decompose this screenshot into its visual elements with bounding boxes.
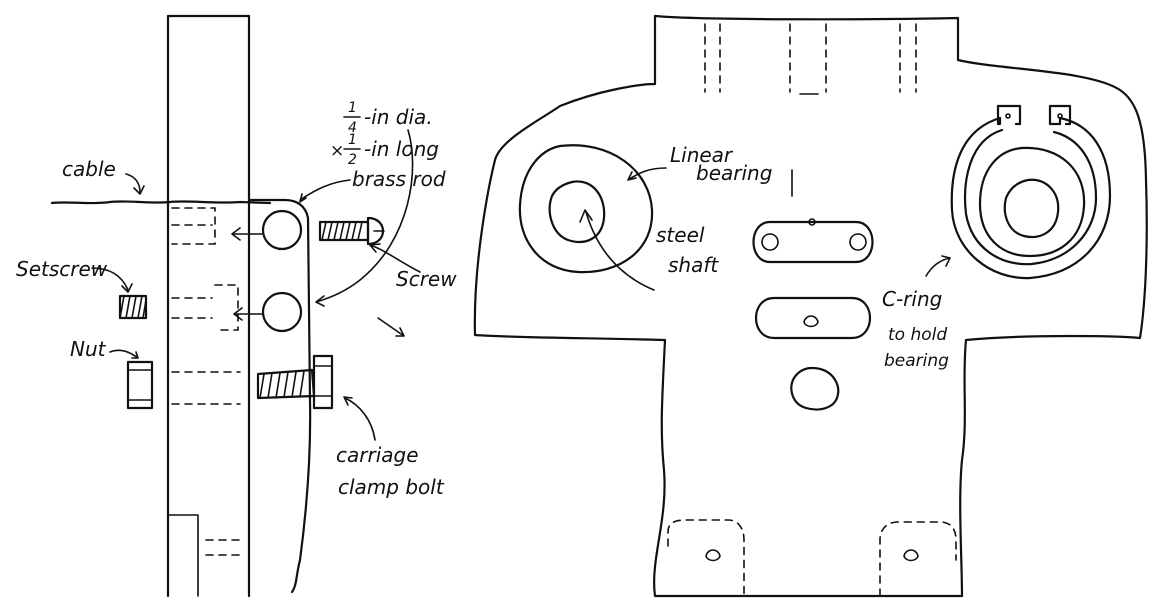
label-setscrew: Setscrew [16, 257, 108, 281]
screw-arrow [369, 243, 421, 273]
rod-arrow-upper [299, 179, 351, 203]
linear-bearing-arrow [627, 167, 667, 181]
label-steel-2: shaft [668, 253, 719, 277]
arrow-lower-rod [233, 307, 263, 321]
rod-dia-den: 4 [348, 120, 357, 136]
upper-slot [752, 218, 874, 264]
steel-shaft-arrow [579, 209, 655, 291]
carriage-top-view [473, 14, 1148, 598]
rod-dia-num: 1 [348, 100, 357, 116]
setscrew-part [118, 294, 148, 320]
label-cring-2: to hold [888, 325, 947, 345]
bar-bottom-notch [167, 514, 241, 597]
rod-len-text: -in long [364, 137, 439, 161]
carriage-clamp-bolt [256, 354, 334, 410]
cable-line [50, 200, 272, 205]
lower-slot [754, 296, 872, 340]
carriage-arrow [343, 396, 376, 441]
rod-arrow-lower [315, 129, 414, 307]
brass-rod-upper [261, 209, 303, 251]
label-linear-2: bearing [696, 161, 772, 185]
rod-dia-text: -in dia. [364, 105, 433, 129]
label-screw: Screw [396, 267, 457, 291]
setscrew-arrow [91, 267, 133, 293]
label-linear-1: Linear [670, 143, 734, 167]
vertical-bar [166, 14, 251, 598]
nut-arrow [109, 349, 139, 359]
label-carriage-1: carriage [336, 443, 419, 467]
label-nut: Nut [70, 337, 107, 361]
rod-times: × [330, 141, 344, 161]
linear-bearing [518, 144, 654, 274]
top-slots [704, 23, 917, 95]
label-cring-1: C-ring [882, 287, 942, 311]
bottom-tab-left [667, 519, 745, 597]
brass-rod-lower [261, 291, 303, 333]
c-ring-arrow [925, 255, 951, 277]
label-steel-1: steel [656, 223, 705, 247]
rod-material: brass rod [352, 167, 446, 191]
rod-len-num: 1 [348, 132, 357, 148]
label-cring-3: bearing [884, 351, 949, 371]
carriage-plate [248, 198, 312, 594]
rod-dimension-label: 1 4 -in dia. × 1 2 -in long brass rod [330, 100, 446, 191]
hidden-features [171, 207, 241, 405]
direction-arrow [377, 317, 405, 337]
label-carriage-2: clamp bolt [338, 475, 445, 499]
rod-len-den: 2 [348, 152, 357, 168]
bottom-tab-right [879, 521, 957, 597]
label-cable: cable [62, 157, 116, 181]
nut-part [126, 360, 154, 410]
screw-part [318, 216, 385, 246]
c-ring-bearing [950, 104, 1112, 280]
arrow-upper-rod [231, 227, 263, 241]
center-hole [790, 366, 840, 411]
cable-arrow [125, 173, 145, 195]
